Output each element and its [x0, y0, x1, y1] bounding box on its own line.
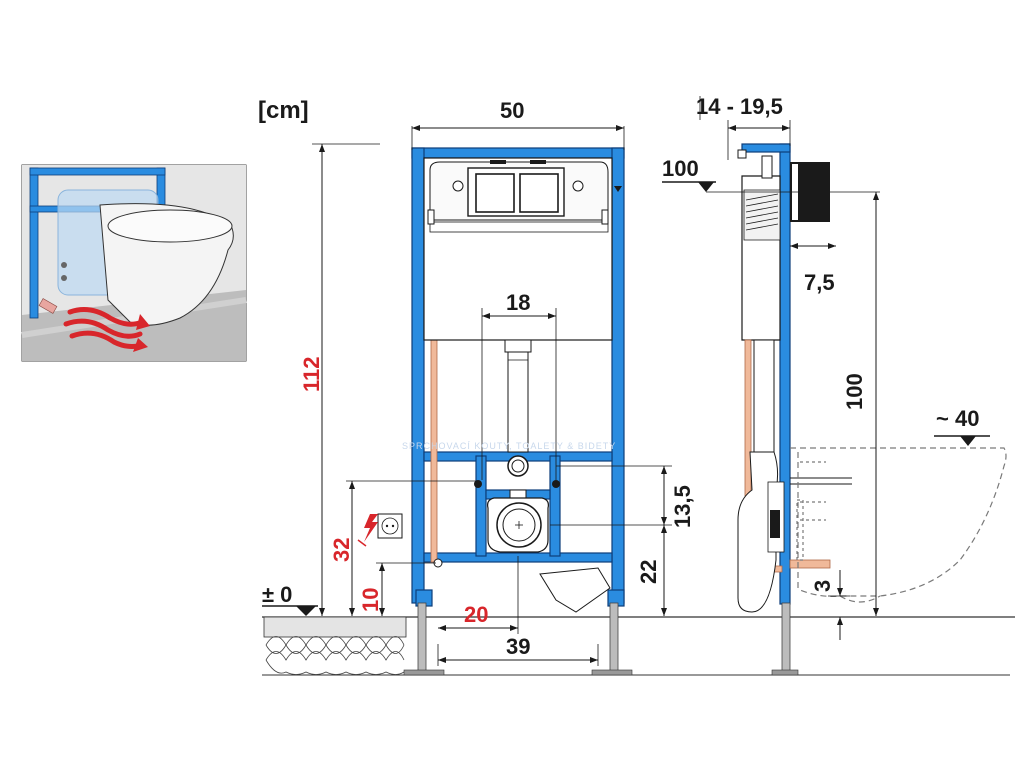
flush-button-right: [519, 173, 559, 213]
dim-pipe: 18: [506, 290, 530, 315]
dim-bowl: ~ 40: [936, 406, 979, 431]
dimension-height-100: 100: [842, 192, 879, 616]
warm-air-arrows: [63, 307, 145, 349]
dim-height-100: 100: [842, 373, 867, 410]
dimension-level-top: 100: [662, 156, 880, 193]
dimension-width: 50: [411, 98, 625, 150]
dim-level-top: 100: [662, 156, 699, 181]
floor-level-marker: ± 0: [262, 582, 318, 616]
dimension-bowl: ~ 40: [934, 406, 990, 446]
unit-label: [cm]: [258, 97, 309, 124]
dimension-offset-side: 7,5: [790, 243, 836, 295]
dimension-spacing: 13,5: [550, 465, 695, 528]
dim-gap: 3: [810, 580, 835, 592]
watermark: SPRCHOVACÍ KOUTY, TOALETY & BIDETY: [402, 441, 616, 451]
dim-offset-side: 7,5: [804, 270, 835, 295]
dimension-gap: 3: [810, 570, 850, 640]
dim-offset: 20: [464, 602, 488, 627]
front-connectors: [433, 455, 611, 613]
level-marker-icon: [296, 606, 316, 616]
dimension-offset: 20: [438, 556, 519, 634]
dimension-feet: 39: [437, 634, 599, 666]
dimension-pipe: 18: [481, 290, 557, 480]
dim-socket: 32: [329, 538, 354, 562]
inset-illustration: [21, 164, 247, 362]
dim-feet: 39: [506, 634, 530, 659]
dim-total-height: 112: [299, 357, 324, 393]
dim-depth: 14 - 19,5: [696, 94, 783, 119]
flush-button-left: [475, 173, 515, 213]
dim-width: 50: [500, 98, 524, 123]
electric-supply: [357, 513, 403, 547]
dim-spacing: 13,5: [670, 485, 695, 528]
cistern-front: [423, 157, 622, 453]
side-frame: [737, 143, 852, 676]
bowl-outline: [790, 447, 1007, 603]
dim-drain: 22: [636, 560, 661, 584]
floor-insulation: [265, 636, 405, 675]
dim-water: 10: [358, 588, 383, 612]
dim-floor-0: ± 0: [262, 582, 292, 607]
dimension-water: 10: [358, 562, 436, 616]
dimension-depth: 14 - 19,5: [696, 94, 791, 160]
dimension-socket: 32: [329, 480, 480, 616]
dimension-total-height: 112: [299, 143, 380, 616]
dimension-drain: 22: [636, 525, 667, 616]
lightning-icon: [364, 514, 378, 542]
floor: [262, 616, 1015, 676]
